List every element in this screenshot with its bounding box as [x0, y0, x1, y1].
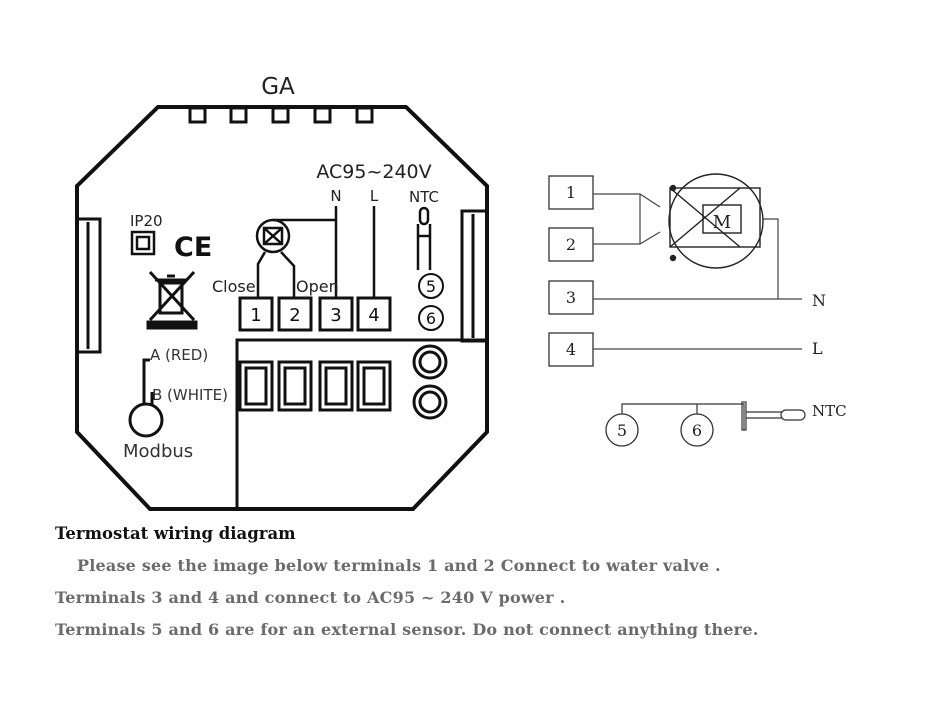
thermostat-back-plate: GA AC95~240V N L NTC IP20 CE — [75, 74, 489, 511]
schematic-terminal-5-label: 5 — [617, 421, 627, 440]
terminal-1-box — [238, 296, 274, 332]
schematic-ntc-label: NTC — [812, 402, 847, 420]
schematic-terminal-3 — [548, 280, 594, 315]
schematic-l-label: L — [812, 339, 823, 358]
schematic-terminal-boxes — [548, 175, 594, 367]
schematic-terminal-2-label: 2 — [566, 235, 576, 254]
sensor-screw-holes — [412, 344, 448, 420]
terminal-4-box — [356, 296, 392, 332]
modbus-a-label: A (RED) — [150, 346, 208, 364]
wiring-schematic: 1 2 3 4 M N L — [548, 173, 847, 447]
terminal-2-box — [277, 296, 313, 332]
weee-crossed-bin-icon — [146, 270, 198, 330]
ntc-probe-icon — [416, 206, 432, 270]
lower-housing-divider — [235, 338, 487, 509]
motor-label: M — [713, 212, 731, 233]
caption-title: Termostat wiring diagram — [55, 524, 296, 543]
model-label: GA — [261, 74, 295, 100]
l-label: L — [370, 187, 379, 205]
caption-line-3: Terminals 5 and 6 are for an external se… — [55, 620, 759, 639]
top-mount-tabs — [188, 106, 374, 124]
caption-line-1: Please see the image below terminals 1 a… — [77, 556, 721, 575]
schematic-terminal-6-label: 6 — [692, 421, 702, 440]
terminal-5-label: 5 — [426, 277, 436, 296]
right-side-clip — [460, 209, 489, 343]
schematic-terminal-3-label: 3 — [566, 288, 576, 307]
terminal-5-circle — [418, 273, 444, 299]
terminal-6-circle — [418, 305, 444, 331]
close-label: Close — [212, 277, 256, 296]
modbus-connector-icon — [128, 358, 164, 438]
schematic-terminal-5-circle — [605, 413, 639, 447]
terminal-block — [238, 296, 392, 332]
wiring-diagram: GA AC95~240V N L NTC IP20 CE — [75, 74, 847, 511]
ip-rating-label: IP20 — [130, 212, 163, 230]
terminal-2-label: 2 — [289, 305, 300, 326]
schematic-terminal-6-circle — [680, 413, 714, 447]
schematic-terminal-1-label: 1 — [566, 183, 576, 202]
terminal-4-label: 4 — [368, 305, 379, 326]
terminal-1-label: 1 — [250, 305, 261, 326]
screw-terminal-slots — [238, 360, 392, 412]
ce-mark-icon: CE — [174, 232, 212, 263]
n-label: N — [330, 187, 341, 205]
ntc-label: NTC — [409, 188, 439, 206]
schematic-terminal-4 — [548, 332, 594, 367]
terminal-3-box — [318, 296, 354, 332]
open-label: Open — [296, 277, 339, 296]
terminal-3-label: 3 — [330, 305, 341, 326]
power-label: AC95~240V — [316, 161, 431, 183]
ip20-square-icon — [130, 230, 156, 256]
modbus-label: Modbus — [123, 441, 193, 462]
left-side-clip — [75, 217, 102, 354]
ntc-probe-icon — [621, 401, 806, 431]
valve-motor-icon — [668, 173, 764, 269]
schematic-terminal-4-label: 4 — [566, 340, 576, 359]
schematic-terminal-1 — [548, 175, 594, 210]
modbus-b-label: B (WHITE) — [152, 386, 228, 404]
terminal-6-label: 6 — [426, 309, 436, 328]
caption-line-2: Terminals 3 and 4 and connect to AC95 ~ … — [55, 588, 566, 607]
schematic-wires — [593, 193, 802, 350]
valve-icon — [255, 206, 338, 298]
schematic-n-label: N — [812, 291, 826, 310]
